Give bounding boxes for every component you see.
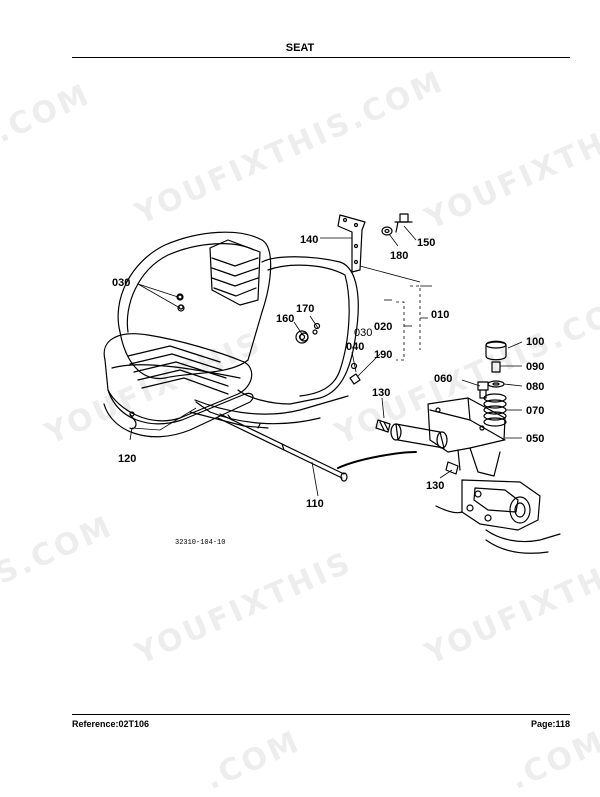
reference-label: Reference:02T106 [72, 719, 150, 729]
label-190: 190 [374, 349, 392, 361]
label-050: 050 [526, 433, 544, 445]
label-110: 110 [306, 498, 324, 510]
label-170: 170 [296, 303, 314, 315]
drawing-code: 32310-104-10 [175, 539, 225, 547]
bolt-060 [477, 381, 489, 399]
washer-180 [381, 226, 393, 236]
label-090: 090 [526, 361, 544, 373]
transmission-housing [435, 479, 561, 554]
label-140: 140 [300, 234, 318, 246]
label-060: 060 [434, 373, 452, 385]
label-030: 030 [354, 327, 372, 339]
header-rule [72, 57, 570, 58]
bolt-090 [491, 361, 501, 373]
label-070: 070 [526, 405, 544, 417]
label-040: 040 [346, 341, 364, 353]
label-020: 020 [374, 321, 392, 333]
bracket-050 [390, 397, 506, 477]
seat-parts-diagram: 140 150 180 010 020 170 160 030 030 040 … [103, 213, 561, 554]
grease-nipple-130 [445, 461, 459, 475]
label-150: 150 [417, 237, 435, 249]
bracket-140 [337, 214, 366, 273]
label-120: 120 [118, 453, 136, 465]
knob-190 [349, 373, 361, 385]
label-130: 130 [372, 387, 390, 399]
label-160: 160 [276, 313, 294, 325]
cap-100 [485, 340, 507, 361]
label-100: 100 [526, 336, 544, 348]
nut-160 [299, 332, 309, 342]
label-030: 030 [112, 277, 130, 289]
spring-070 [483, 393, 507, 427]
pin-110 [217, 413, 348, 482]
label-080: 080 [526, 381, 544, 393]
footer-rule [72, 714, 570, 715]
page-number: Page:118 [530, 719, 570, 729]
page-title: SEAT [285, 42, 315, 54]
bushing-030 [177, 304, 185, 312]
grease-nipple-130 [375, 419, 391, 433]
label-010: 010 [431, 309, 449, 321]
label-180: 180 [390, 250, 408, 262]
seat-illustration [103, 231, 359, 438]
label-130: 130 [426, 480, 444, 492]
washer-080 [487, 380, 505, 388]
bolt-150 [394, 213, 413, 233]
washer-170 [313, 322, 321, 330]
